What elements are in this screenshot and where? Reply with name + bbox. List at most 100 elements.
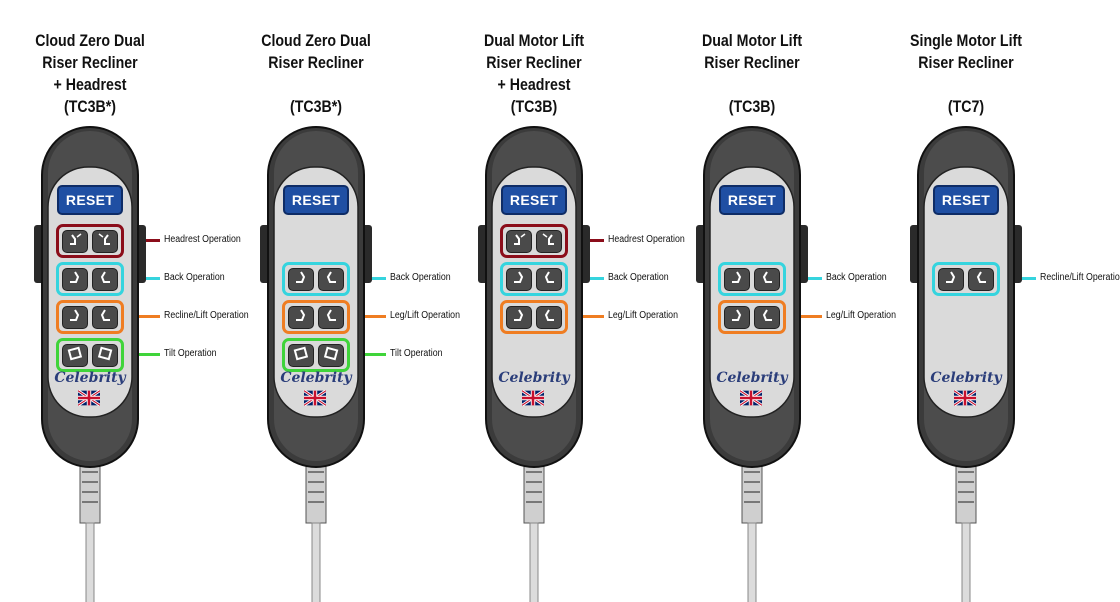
- chair-position-button[interactable]: [92, 268, 118, 291]
- chair-icon: [972, 269, 990, 290]
- chair-icon: [728, 307, 746, 328]
- chair-icon: [96, 345, 114, 366]
- chair-icon: [510, 307, 528, 328]
- brand-logo: Celebrity: [498, 370, 570, 386]
- chair-position-button[interactable]: [62, 230, 88, 253]
- chair-position-button[interactable]: [92, 230, 118, 253]
- operation-label: Recline/Lift Operation: [164, 310, 249, 321]
- reset-button[interactable]: RESET: [57, 185, 123, 215]
- remote-title-line: Single Motor Lift: [910, 32, 1022, 50]
- chair-icon: [510, 269, 528, 290]
- remote-title-line: + Headrest: [53, 76, 127, 94]
- button-group: [718, 262, 786, 296]
- remote-control: RESET Celebrity: [260, 126, 372, 602]
- chair-position-button[interactable]: [724, 268, 750, 291]
- operation-leader-line: [786, 315, 822, 318]
- operation-label: Headrest Operation: [608, 234, 685, 245]
- chair-position-button[interactable]: [92, 306, 118, 329]
- operation-leader-line: [124, 353, 160, 356]
- remote-title-line: Riser Recliner: [918, 54, 1014, 72]
- operation-label: Back Operation: [164, 272, 225, 283]
- chair-position-button[interactable]: [938, 268, 964, 291]
- remote-title-line: (TC3B): [728, 98, 776, 116]
- remote-title-line: (TC3B*): [289, 98, 343, 116]
- chair-position-button[interactable]: [318, 268, 344, 291]
- remote-title-line: (TC3B*): [63, 98, 117, 116]
- chair-icon: [322, 269, 340, 290]
- chair-icon: [322, 307, 340, 328]
- chair-position-button[interactable]: [536, 230, 562, 253]
- chair-icon: [66, 231, 84, 252]
- reset-button[interactable]: RESET: [501, 185, 567, 215]
- chair-position-button[interactable]: [506, 230, 532, 253]
- chair-icon: [66, 345, 84, 366]
- chair-icon: [758, 269, 776, 290]
- remote-title-line: Riser Recliner: [486, 54, 582, 72]
- chair-position-button[interactable]: [318, 306, 344, 329]
- remote-title-line: Riser Recliner: [268, 54, 364, 72]
- uk-flag-icon: [77, 389, 101, 407]
- chair-position-button[interactable]: [506, 268, 532, 291]
- brand-logo: Celebrity: [930, 370, 1002, 386]
- chair-icon: [292, 269, 310, 290]
- brand-logo: Celebrity: [54, 370, 126, 386]
- button-group: [500, 262, 568, 296]
- chair-position-button[interactable]: [288, 344, 314, 367]
- remote-title-line: Dual Motor Lift: [701, 32, 803, 50]
- remote-title-line: Riser Recliner: [704, 54, 800, 72]
- chair-position-button[interactable]: [62, 268, 88, 291]
- chair-icon: [540, 231, 558, 252]
- chair-position-button[interactable]: [318, 344, 344, 367]
- chair-position-button[interactable]: [536, 268, 562, 291]
- chair-position-button[interactable]: [288, 306, 314, 329]
- operation-label: Back Operation: [390, 272, 451, 283]
- chair-position-button[interactable]: [62, 306, 88, 329]
- chair-icon: [540, 269, 558, 290]
- remote-title-line: (TC7): [947, 98, 985, 116]
- chair-icon: [540, 307, 558, 328]
- chair-icon: [728, 269, 746, 290]
- chair-position-button[interactable]: [506, 306, 532, 329]
- chair-position-button[interactable]: [754, 306, 780, 329]
- remote-title-line: Cloud Zero Dual: [35, 32, 145, 50]
- chair-icon: [66, 269, 84, 290]
- remote-control: RESET Celebrity: [910, 126, 1022, 602]
- button-group: [282, 300, 350, 334]
- chair-position-button[interactable]: [724, 306, 750, 329]
- chair-icon: [292, 307, 310, 328]
- operation-label: Leg/Lift Operation: [826, 310, 896, 321]
- operation-label: Tilt Operation: [390, 348, 443, 359]
- remote-control: RESET Celebrity: [34, 126, 146, 602]
- chair-icon: [96, 307, 114, 328]
- button-group: [282, 262, 350, 296]
- reset-button[interactable]: RESET: [283, 185, 349, 215]
- chair-position-button[interactable]: [62, 344, 88, 367]
- brand-logo: Celebrity: [280, 370, 352, 386]
- brand-logo: Celebrity: [716, 370, 788, 386]
- operation-label: Back Operation: [826, 272, 887, 283]
- chair-position-button[interactable]: [92, 344, 118, 367]
- remote-title-line: Riser Recliner: [42, 54, 138, 72]
- chair-icon: [292, 345, 310, 366]
- operation-leader-line: [568, 315, 604, 318]
- reset-button[interactable]: RESET: [719, 185, 785, 215]
- button-group: [56, 338, 124, 372]
- operation-leader-line: [350, 315, 386, 318]
- chair-position-button[interactable]: [754, 268, 780, 291]
- remote-body: [478, 126, 590, 602]
- chair-position-button[interactable]: [536, 306, 562, 329]
- operation-label: Leg/Lift Operation: [390, 310, 460, 321]
- remote-title-line: (TC3B): [510, 98, 558, 116]
- button-group: [932, 262, 1000, 296]
- reset-button[interactable]: RESET: [933, 185, 999, 215]
- remote-title-line: [230, 74, 402, 96]
- chair-position-button[interactable]: [288, 268, 314, 291]
- uk-flag-icon: [739, 389, 763, 407]
- remote-control: RESET Celebrity: [478, 126, 590, 602]
- operation-leader-line: [350, 353, 386, 356]
- chair-position-button[interactable]: [968, 268, 994, 291]
